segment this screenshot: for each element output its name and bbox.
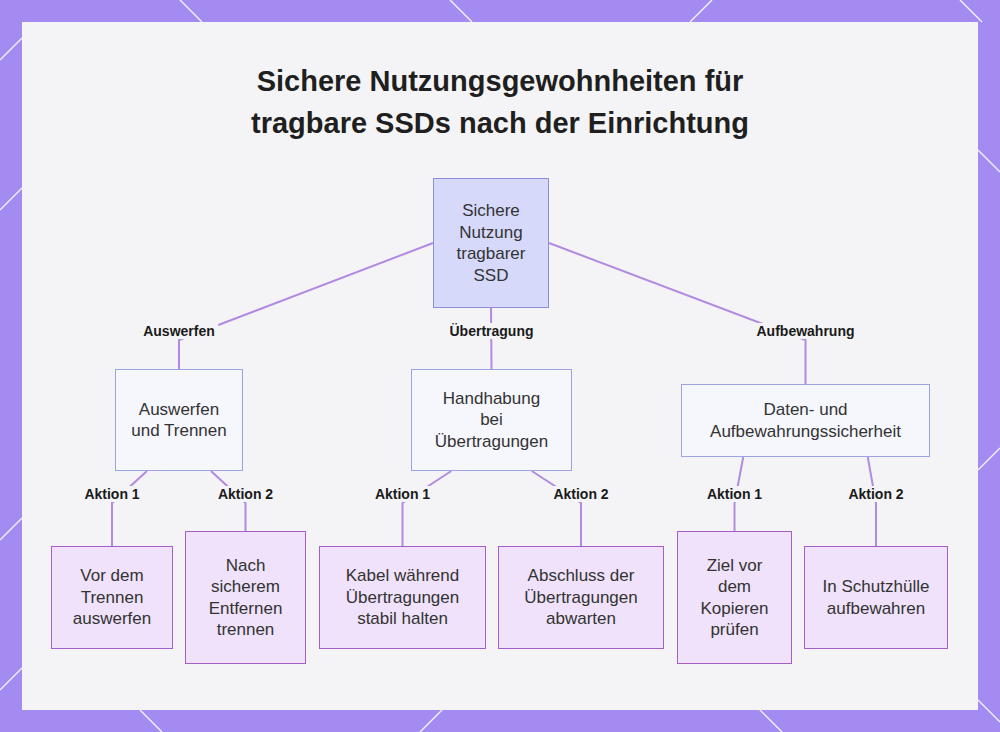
- node-text: Handhabung bei Übertragungen: [432, 388, 551, 453]
- action-box: In Schutzhülle aufbewahren: [804, 546, 948, 649]
- action-box: Kabel während Übertragungen stabil halte…: [319, 546, 486, 649]
- connector-line: [549, 243, 806, 384]
- node-text: Abschluss der Übertragungen abwarten: [509, 565, 653, 630]
- connector-line: [403, 471, 452, 546]
- edge-label: Übertragung: [447, 323, 537, 339]
- connector-line: [532, 471, 581, 546]
- action-box: Nach sicherem Entfernen trennen: [185, 531, 306, 664]
- node-text: Auswerfen und Trennen: [128, 399, 230, 442]
- node-text: Vor dem Trennen auswerfen: [60, 565, 164, 630]
- node-text: Nach sicherem Entfernen trennen: [196, 555, 295, 641]
- connector-line: [112, 471, 147, 546]
- action-box: Abschluss der Übertragungen abwarten: [498, 546, 664, 649]
- action-box: Ziel vor dem Kopieren prüfen: [677, 531, 792, 664]
- node-text: In Schutzhülle aufbewahren: [819, 576, 933, 619]
- node-text: Ziel vor dem Kopieren prüfen: [690, 555, 779, 641]
- edge-label: Aktion 2: [845, 486, 906, 502]
- edge-label: Aktion 1: [372, 486, 433, 502]
- edge-label: Aktion 1: [704, 486, 765, 502]
- category-box: Handhabung bei Übertragungen: [411, 369, 572, 471]
- edge-label: Aufbewahrung: [754, 323, 858, 339]
- node-text: Daten- und Aufbewahrungssicherheit: [694, 399, 917, 442]
- node-text: Kabel während Übertragungen stabil halte…: [330, 565, 475, 630]
- root-box: Sichere Nutzung tragbarer SSD: [433, 178, 549, 308]
- action-box: Vor dem Trennen auswerfen: [51, 546, 173, 649]
- connector-line: [179, 243, 433, 369]
- category-box: Daten- und Aufbewahrungssicherheit: [681, 384, 930, 457]
- node-text: Sichere Nutzung tragbarer SSD: [439, 200, 543, 286]
- edge-label: Aktion 2: [215, 486, 276, 502]
- category-box: Auswerfen und Trennen: [115, 369, 243, 471]
- diagram-title: Sichere Nutzungsgewohnheiten für tragbar…: [200, 60, 800, 144]
- edge-label: Aktion 1: [81, 486, 142, 502]
- edge-label: Aktion 2: [550, 486, 611, 502]
- edge-label: Auswerfen: [140, 323, 218, 339]
